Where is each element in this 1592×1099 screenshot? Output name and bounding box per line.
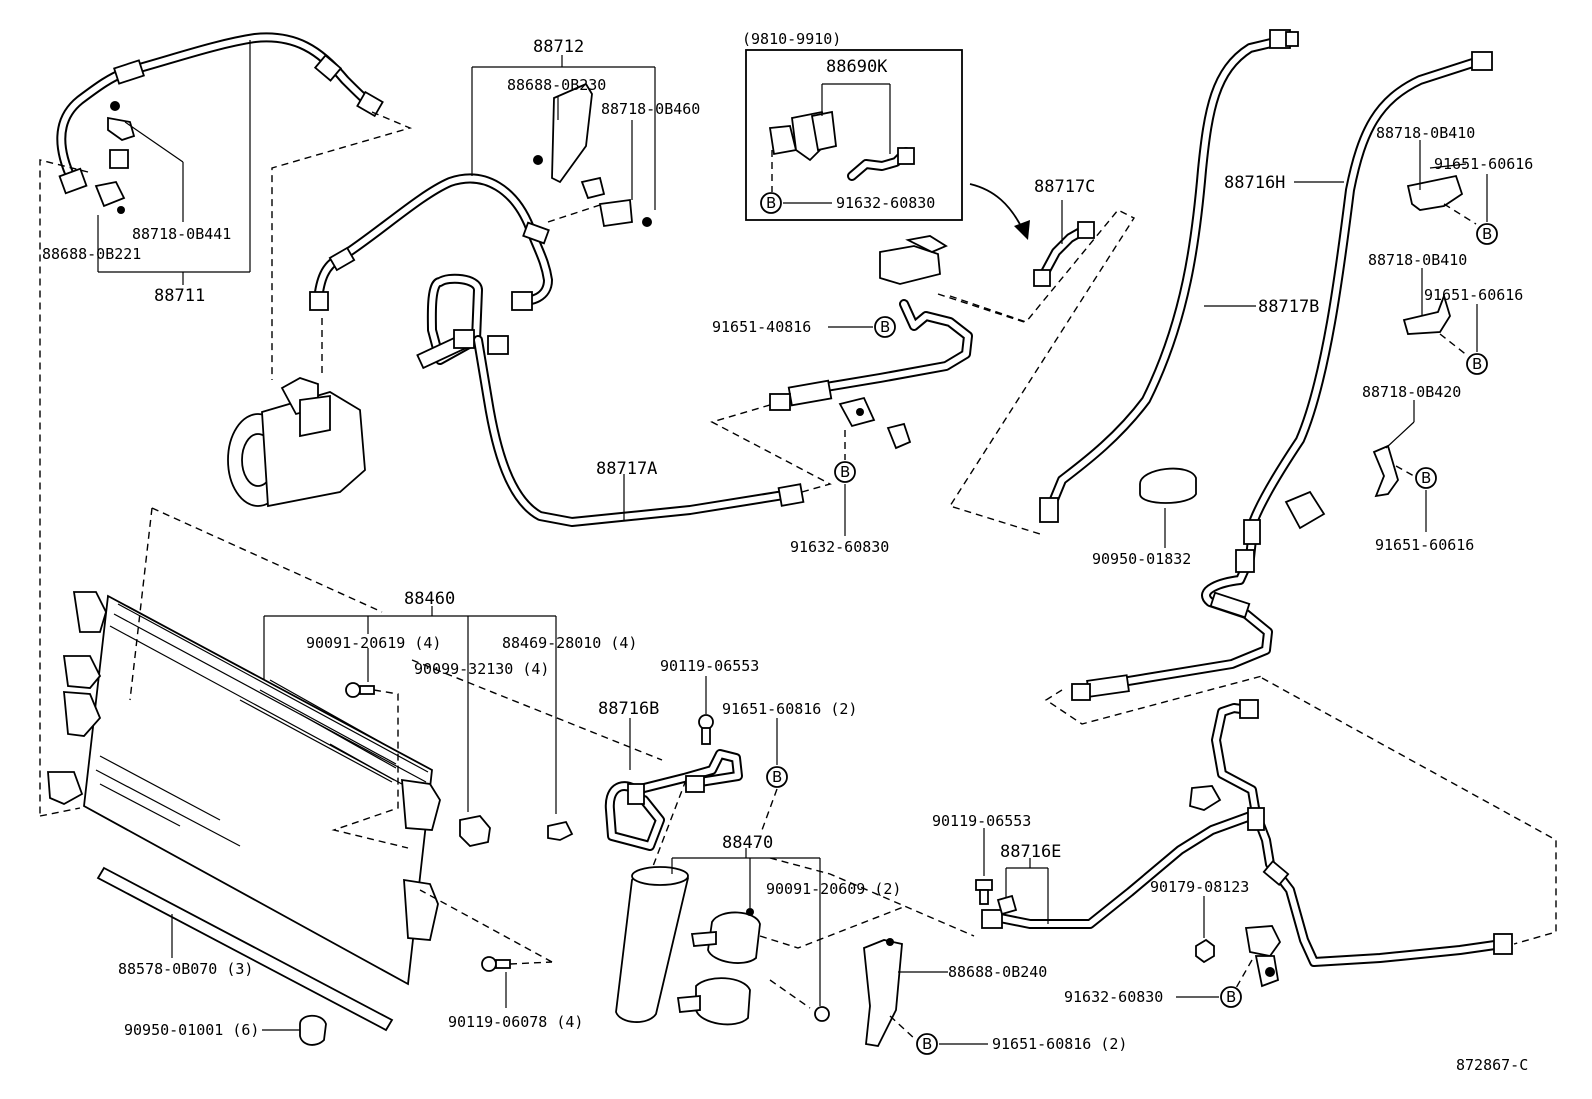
pressure-sensor-tube — [769, 235, 1025, 450]
label-91651-60616-c: 91651-60616 — [1375, 536, 1474, 554]
clamp-88718-0B420 — [1372, 400, 1427, 532]
label-90119-06553-a: 90119-06553 — [660, 657, 759, 675]
label-90950-01832: 90950-01832 — [1092, 550, 1191, 568]
sensor-lower — [1235, 925, 1282, 989]
label-88711: 88711 — [154, 286, 205, 306]
label-88717A: 88717A — [596, 459, 657, 479]
label-90099-32130: 90099-32130 (4) — [414, 660, 549, 678]
plug-90950-01001 — [262, 1014, 327, 1046]
callout-b-lower: B — [1176, 986, 1242, 1008]
arrowhead-icon — [1014, 220, 1030, 240]
tube-88716H — [1044, 51, 1493, 725]
88711-leaders — [39, 40, 413, 815]
seal-88578-0B070 — [96, 866, 394, 1032]
label-90091-20619: 90091-20619 (4) — [306, 634, 441, 652]
grommet-90950-01832 — [1139, 467, 1197, 548]
discharge-hose-assembly — [56, 32, 384, 214]
label-91632-60830-box: 91632-60830 — [836, 194, 935, 212]
svg-text:B: B — [880, 318, 890, 336]
88460-leaders — [263, 606, 663, 814]
label-90091-20609: 90091-20609 (2) — [766, 880, 901, 898]
svg-text:B: B — [840, 463, 850, 481]
callout-b-sensor: B — [828, 316, 896, 338]
label-91651-60816-a: 91651-60816 (2) — [722, 700, 857, 718]
callout-b-box: B — [760, 192, 832, 214]
label-90119-06078: 90119-06078 (4) — [448, 1013, 583, 1031]
label-91651-60616-b: 91651-60616 — [1424, 286, 1523, 304]
cushion-90099-32130 — [459, 815, 491, 847]
label-91651-60816-b: 91651-60816 (2) — [992, 1035, 1127, 1053]
88712-leaders — [471, 55, 656, 223]
callout-b-r2: B — [1466, 353, 1488, 375]
label-91651-60616-a: 91651-60616 — [1434, 155, 1533, 173]
callout-b-88716B: B — [649, 718, 788, 875]
label-88716E: 88716E — [1000, 842, 1061, 862]
bolt-90091-20609 — [814, 1006, 830, 1022]
label-date-range: (9810-9910) — [742, 30, 841, 48]
svg-text:B: B — [772, 768, 782, 786]
bolt-90119-06553-a — [698, 676, 714, 745]
arrow-icon — [969, 183, 1023, 229]
label-88690K: 88690K — [826, 57, 888, 77]
label-88718-0B460: 88718-0B460 — [601, 100, 700, 118]
sensor-box-9810-9910 — [745, 49, 963, 221]
label-88718-0B410-a: 88718-0B410 — [1376, 124, 1475, 142]
88716E-leaders — [996, 858, 1049, 924]
label-88688-0B221: 88688-0B221 — [42, 245, 141, 263]
bolt-90119-06553-b — [975, 828, 993, 905]
label-90119-06553-b: 90119-06553 — [932, 812, 1031, 830]
callout-b-r1: B — [1476, 223, 1498, 245]
label-88688-0B230: 88688-0B230 — [507, 76, 606, 94]
callout-b-r3: B — [1415, 467, 1437, 489]
label-88469-28010: 88469-28010 (4) — [502, 634, 637, 652]
label-88460: 88460 — [404, 589, 455, 609]
label-91632-60830-low: 91632-60830 — [1064, 988, 1163, 1006]
label-88717B: 88717B — [1258, 297, 1319, 317]
svg-text:B: B — [1226, 988, 1236, 1006]
svg-text:B: B — [1421, 469, 1431, 487]
clamp-88718-0B410-a — [1406, 140, 1488, 225]
label-88712: 88712 — [533, 37, 584, 57]
label-88688-0B240: 88688-0B240 — [948, 963, 1047, 981]
label-88470: 88470 — [722, 833, 773, 853]
bolt-90119-06078 — [419, 889, 553, 1008]
label-91632-60830-mid: 91632-60830 — [790, 538, 889, 556]
svg-text:B: B — [1472, 355, 1482, 373]
label-88718-0B441: 88718-0B441 — [132, 225, 231, 243]
label-88716B: 88716B — [598, 699, 659, 719]
svg-text:B: B — [922, 1035, 932, 1053]
label-88718-0B410-b: 88718-0B410 — [1368, 251, 1467, 269]
callout-b-mid: B — [834, 430, 856, 536]
nut-90179-08123 — [1195, 896, 1215, 964]
condenser — [39, 507, 441, 986]
label-88578-0B070: 88578-0B070 (3) — [118, 960, 253, 978]
label-91651-40816: 91651-40816 — [712, 318, 811, 336]
label-90179-08123: 90179-08123 — [1150, 878, 1249, 896]
tube-88717C — [948, 200, 1136, 535]
88470-leaders — [671, 848, 975, 1009]
clip-88469-28010 — [547, 820, 574, 841]
compressor — [227, 318, 366, 508]
clamp-88718-0B410-b — [1402, 268, 1478, 357]
bracket-88688-0B240 — [863, 938, 948, 1047]
condenser-fins — [95, 679, 399, 847]
svg-text:B: B — [766, 194, 776, 212]
tube-88717B — [1039, 29, 1299, 523]
bolt-90091-20619 — [331, 682, 409, 849]
callout-b-bottom: B — [916, 1033, 988, 1055]
tube-88716E — [981, 677, 1557, 967]
suction-hose-assembly — [309, 82, 652, 311]
receiver-drier — [615, 866, 761, 1026]
label-88716H: 88716H — [1224, 173, 1285, 193]
label-90950-01001: 90950-01001 (6) — [124, 1021, 259, 1039]
label-88717C: 88717C — [1034, 177, 1095, 197]
diagram-code: 872867-C — [1456, 1056, 1528, 1074]
label-88718-0B420: 88718-0B420 — [1362, 383, 1461, 401]
tube-88717A — [416, 273, 832, 527]
svg-text:B: B — [1482, 225, 1492, 243]
tube-88716B — [604, 718, 743, 851]
